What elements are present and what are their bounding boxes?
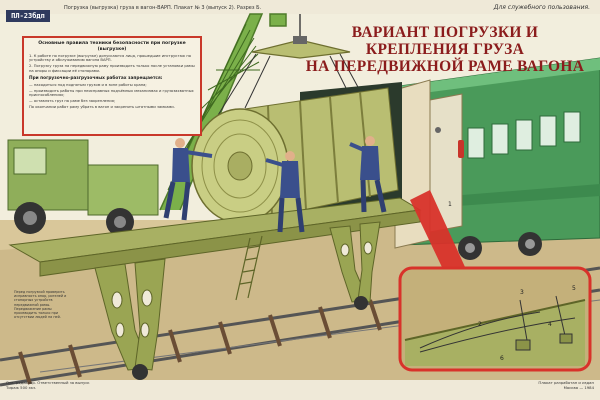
lifting-beam (214, 14, 366, 121)
footer-right-line: Москва — 1984 (563, 384, 594, 390)
title-line-2: НА ПЕРЕДВИЖНОЙ РАМЕ ВАГОНА (305, 58, 585, 75)
fire-extinguisher (458, 140, 464, 158)
title-line-1: ВАРИАНТ ПОГРУЗКИ И КРЕПЛЕНИЯ ГРУЗА (351, 24, 539, 58)
footer-left-line: Отв. редактор. Ответственный за выпуск (6, 380, 90, 385)
callout-number: 5 (572, 285, 576, 292)
callout-numbers: 1 2 3 4 5 6 (448, 201, 576, 362)
cargo-cylinder (191, 87, 399, 224)
safety-item: По окончании работ раму убрать в вагон и… (29, 105, 175, 110)
worker-left (163, 138, 213, 221)
poster-subtitle: Погрузка (выгрузка) груза в вагон-ВАРП. … (64, 5, 262, 11)
poster-code: ПЛ-23бдп (6, 10, 50, 22)
callout-number: 4 (548, 321, 552, 328)
safety-rules-box: Основные правила техники безопасности пр… (22, 36, 202, 136)
safety-subheading: При погрузочно-разгрузочных работах запр… (29, 76, 163, 82)
callout-number: 1 (448, 201, 452, 208)
truck (7, 139, 159, 236)
footer-left: Отв. редактор. Ответственный за выпуск Т… (6, 380, 90, 390)
movable-frame (8, 197, 422, 380)
safety-item: — оставлять груз на раме без закрепления… (29, 99, 116, 104)
safety-item: 1. К работе по погрузке (выгрузке) допус… (29, 53, 192, 63)
poster-title: ВАРИАНТ ПОГРУЗКИ И КРЕПЛЕНИЯ ГРУЗА НА ПЕ… (300, 24, 590, 75)
footer-right-line: Плакат разработан и издан (538, 380, 594, 385)
callout-number: 2 (478, 321, 482, 328)
safety-item: — находиться под поднятым грузом и в зон… (29, 82, 147, 87)
top-bar: Погрузка (выгрузка) груза в вагон-ВАРП. … (8, 3, 592, 13)
detail-inset (398, 266, 592, 372)
worker-center (265, 151, 305, 233)
safety-heading: Основные правила техники безопасности пр… (38, 41, 186, 52)
footer-right: Плакат разработан и издан Москва — 1984 (444, 380, 594, 390)
footer-left-line: Тираж 500 экз. (6, 384, 37, 390)
safety-item: — производить работы при неисправных под… (29, 88, 194, 98)
callout-number: 3 (520, 289, 524, 296)
side-note: Перед погрузкой проверить исправность оп… (14, 290, 67, 320)
worker-right (349, 136, 387, 213)
safety-item: 2. Погрузку груза на передвижную раму пр… (29, 64, 195, 73)
callout-number: 6 (500, 355, 504, 362)
classification-note: Для служебного пользования. (493, 4, 590, 11)
